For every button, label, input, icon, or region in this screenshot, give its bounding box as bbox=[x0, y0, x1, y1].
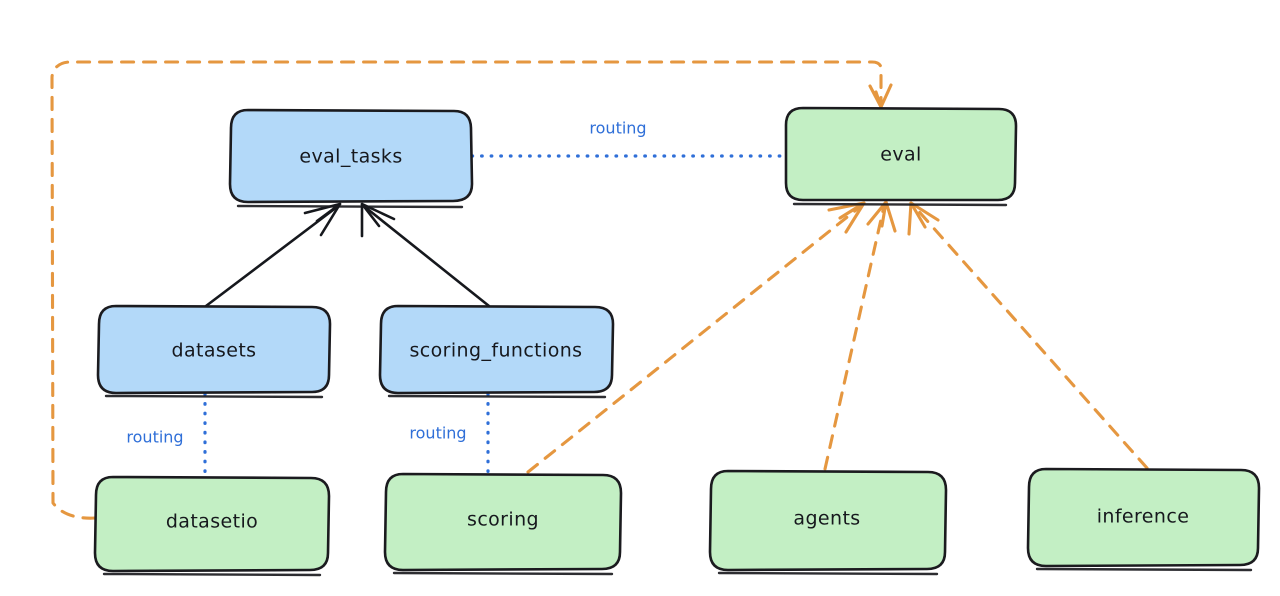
arrowhead-inner bbox=[874, 90, 883, 109]
edge-datasetio-to-eval bbox=[50, 60, 893, 520]
node-box bbox=[383, 472, 623, 572]
node-box bbox=[708, 469, 948, 572]
node-shadow bbox=[792, 202, 1008, 207]
edge-path bbox=[204, 205, 339, 308]
node-shadow bbox=[717, 571, 939, 576]
node-shadow bbox=[104, 394, 324, 399]
node-label: scoring bbox=[467, 509, 539, 531]
node-shadow bbox=[102, 572, 322, 577]
node-label: eval bbox=[880, 144, 921, 166]
edge-label-routing-scoring: routing bbox=[409, 424, 466, 443]
node-scoring_functions[interactable]: scoring_functions bbox=[378, 304, 615, 399]
node-box bbox=[96, 304, 332, 395]
node-datasets[interactable]: datasets bbox=[96, 304, 332, 399]
node-label: inference bbox=[1097, 506, 1190, 528]
node-agents[interactable]: agents bbox=[708, 469, 948, 576]
edge-label-routing-eval: routing bbox=[589, 119, 646, 138]
node-label: eval_tasks bbox=[299, 146, 402, 168]
edge-agents-to-eval bbox=[823, 200, 897, 471]
node-scoring[interactable]: scoring bbox=[383, 472, 623, 576]
node-label: scoring_functions bbox=[410, 340, 583, 362]
arrowhead-inner bbox=[880, 200, 888, 228]
node-shadow bbox=[387, 394, 607, 399]
edge-path bbox=[363, 205, 491, 308]
node-label: datasets bbox=[172, 340, 257, 362]
edge-path bbox=[50, 60, 883, 520]
node-box bbox=[228, 108, 474, 204]
edge-path bbox=[912, 204, 1149, 470]
edge-datasets-to-eval_tasks bbox=[204, 202, 342, 308]
node-shadow bbox=[1035, 567, 1253, 572]
node-eval[interactable]: eval bbox=[784, 106, 1018, 207]
node-box bbox=[93, 475, 331, 573]
node-box bbox=[1026, 467, 1261, 568]
edge-label-routing-datasetio: routing bbox=[126, 428, 183, 447]
edge-path bbox=[526, 204, 863, 474]
edge-path bbox=[823, 204, 886, 471]
node-label: datasetio bbox=[166, 511, 258, 533]
node-inference[interactable]: inference bbox=[1026, 467, 1261, 572]
node-label: agents bbox=[793, 508, 860, 530]
node-eval_tasks[interactable]: eval_tasks bbox=[228, 108, 474, 209]
node-shadow bbox=[236, 204, 464, 209]
edge-scoring_functions-to-eval_tasks bbox=[360, 202, 491, 308]
node-datasetio[interactable]: datasetio bbox=[93, 475, 331, 577]
node-shadow bbox=[392, 571, 614, 576]
arrowhead-inner bbox=[909, 201, 927, 229]
node-box bbox=[784, 106, 1018, 202]
edge-inference-to-eval bbox=[907, 201, 1149, 470]
node-box bbox=[378, 304, 615, 395]
